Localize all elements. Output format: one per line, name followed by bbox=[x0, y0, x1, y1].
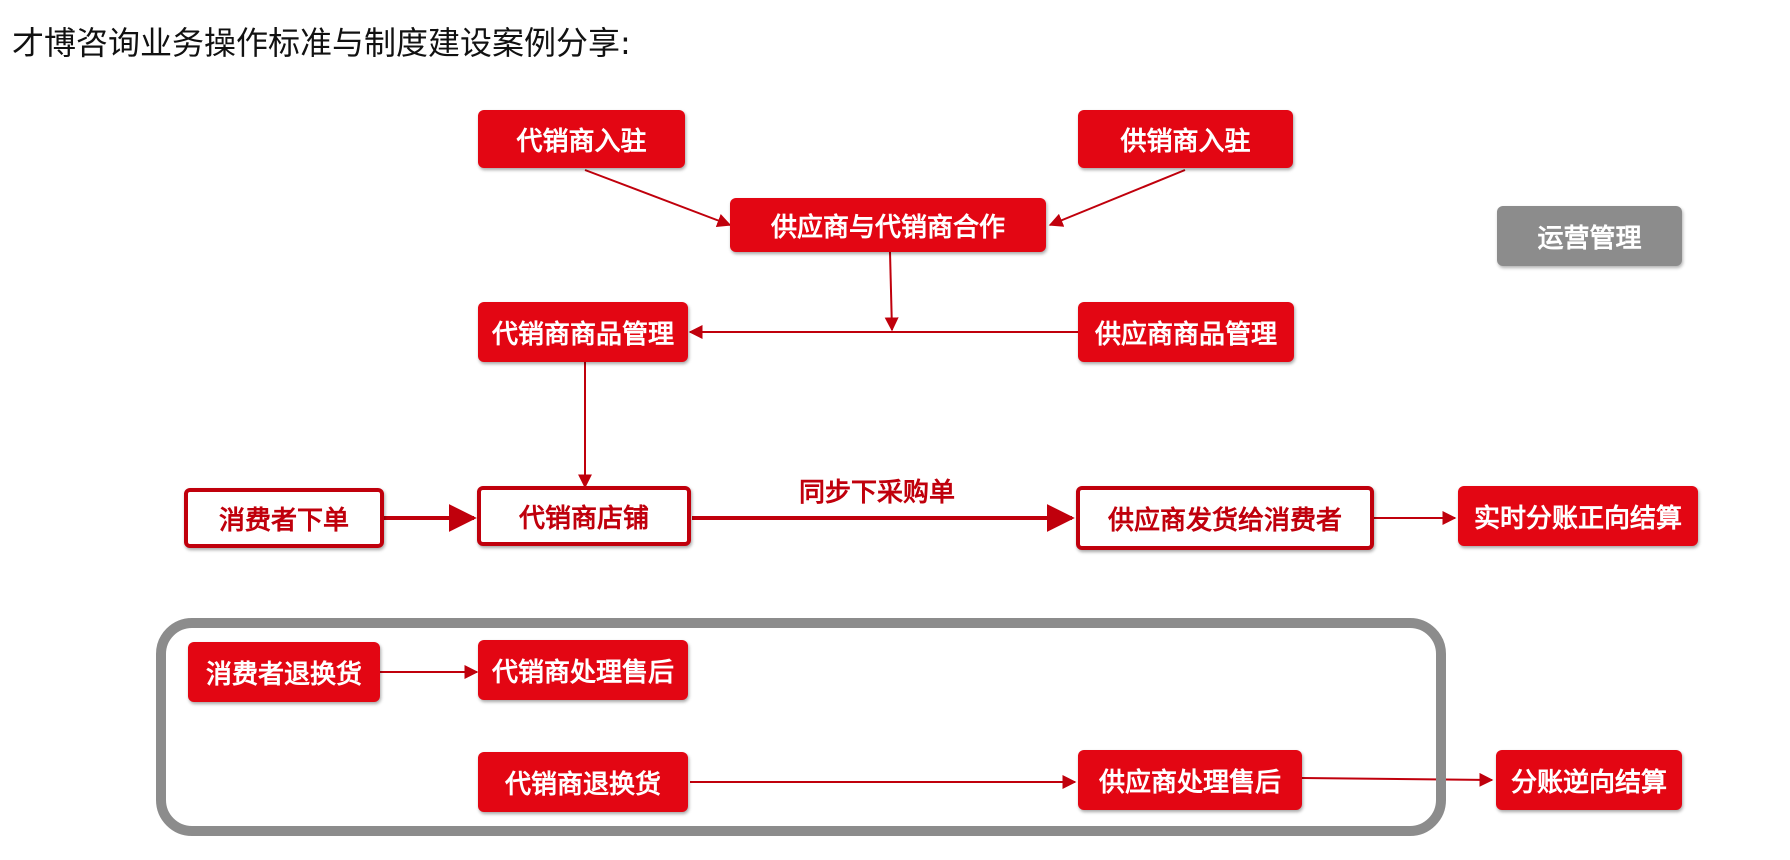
node-agent-store[interactable]: 代销商店铺 bbox=[477, 486, 691, 546]
node-reverse-settle[interactable]: 分账逆向结算 bbox=[1496, 750, 1682, 810]
node-agent-return[interactable]: 代销商退换货 bbox=[478, 752, 688, 812]
node-agent-goods[interactable]: 代销商商品管理 bbox=[478, 302, 688, 362]
node-consumer-order[interactable]: 消费者下单 bbox=[184, 488, 384, 548]
edge-agent-onboard-to-cooperation bbox=[584, 169, 732, 228]
node-supplier-goods[interactable]: 供应商商品管理 bbox=[1078, 302, 1294, 362]
page-title: 才博咨询业务操作标准与制度建设案例分享: bbox=[12, 24, 631, 62]
node-cooperation[interactable]: 供应商与代销商合作 bbox=[730, 198, 1046, 252]
edge-label-sync-purchase: 同步下采购单 bbox=[799, 478, 956, 508]
node-supplier-aftersale[interactable]: 供应商处理售后 bbox=[1078, 750, 1302, 810]
edge-supplier-onboard-to-cooperation bbox=[1048, 169, 1186, 227]
node-realtime-settle[interactable]: 实时分账正向结算 bbox=[1458, 486, 1698, 546]
after-sales-group-frame bbox=[156, 618, 1446, 836]
node-consumer-return[interactable]: 消费者退换货 bbox=[188, 642, 380, 702]
node-agent-aftersale[interactable]: 代销商处理售后 bbox=[478, 640, 688, 700]
node-operations[interactable]: 运营管理 bbox=[1497, 206, 1682, 266]
node-agent-onboard[interactable]: 代销商入驻 bbox=[478, 110, 685, 168]
node-supplier-onboard[interactable]: 供销商入驻 bbox=[1078, 110, 1293, 168]
edge-cooperation-down bbox=[884, 251, 899, 332]
edge-supplier-aftersale-to-reverse-settle bbox=[1301, 772, 1494, 787]
node-supplier-ship[interactable]: 供应商发货给消费者 bbox=[1076, 486, 1374, 550]
